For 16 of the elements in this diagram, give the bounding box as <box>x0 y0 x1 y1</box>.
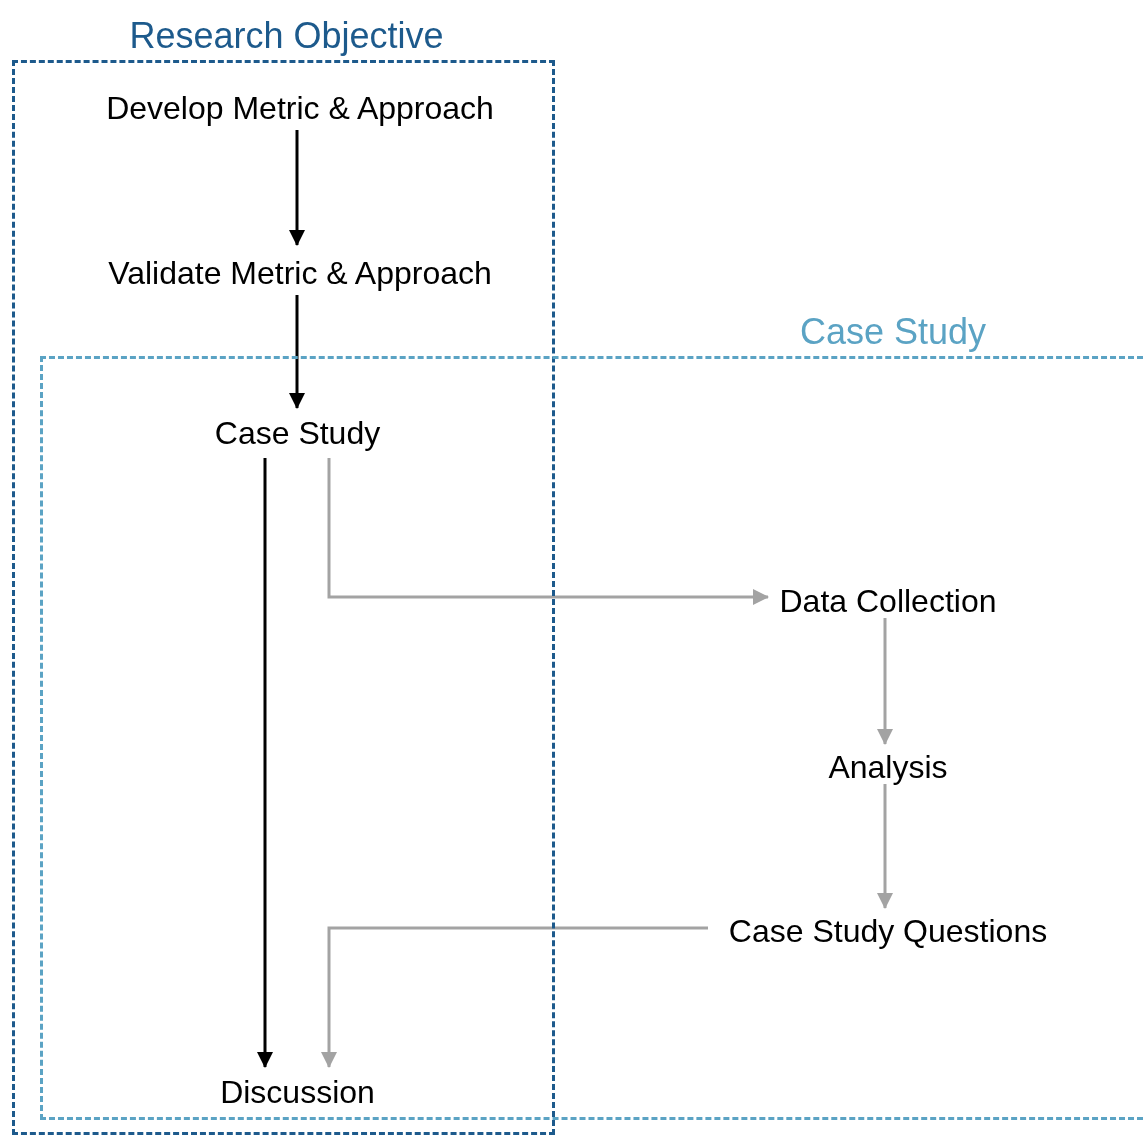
arrow <box>289 295 305 409</box>
region-title: Case Study <box>798 310 988 354</box>
step-label: Case Study <box>214 417 381 449</box>
arrow <box>257 458 273 1068</box>
arrow <box>321 926 708 1068</box>
arrow <box>877 618 893 745</box>
step-label: Analysis <box>828 751 948 783</box>
step-label: Data Collection <box>779 585 997 617</box>
step-label: Discussion <box>220 1076 375 1108</box>
region-title: Research Objective <box>128 14 445 58</box>
arrow <box>877 784 893 909</box>
step-label: Case Study Questions <box>728 915 1048 947</box>
step-label: Validate Metric & Approach <box>108 257 492 289</box>
arrow <box>327 458 769 605</box>
step-label: Develop Metric & Approach <box>106 92 494 124</box>
arrow <box>289 130 305 246</box>
